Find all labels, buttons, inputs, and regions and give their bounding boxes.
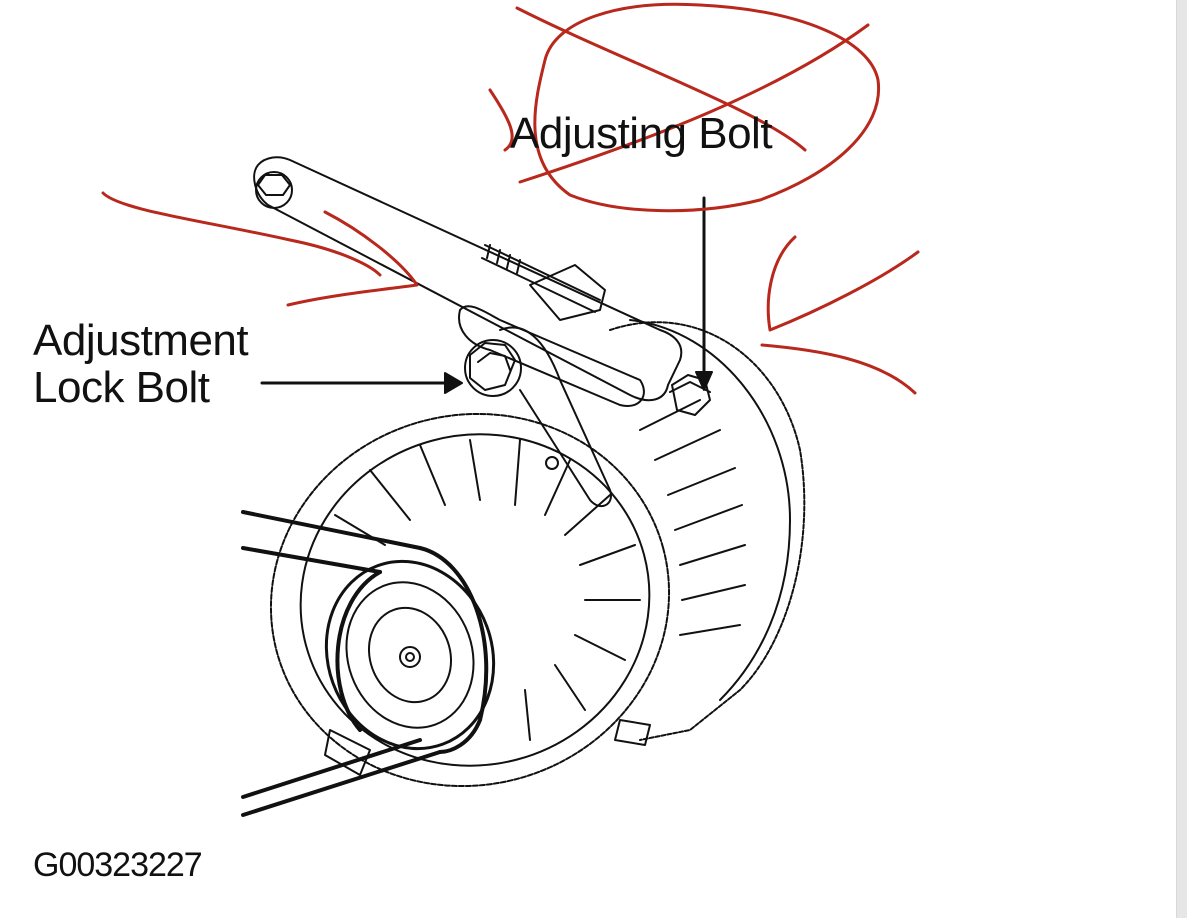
- adjusting-bolt-label: Adjusting Bolt: [510, 109, 773, 158]
- figure-code: G00323227: [33, 846, 203, 884]
- annotation-arrow-right: [760, 235, 920, 395]
- lock-bolt-label-line2: Lock Bolt: [33, 363, 210, 412]
- adjustment-lock-bolt-label: Adjustment Lock Bolt: [33, 316, 249, 412]
- alternator-front-face: [269, 412, 671, 788]
- scrollbar-track[interactable]: [1176, 0, 1187, 918]
- annotation-arrow-left: [101, 191, 419, 307]
- lock-bolt-label-line1: Adjustment: [33, 316, 249, 365]
- alternator-housing: [609, 321, 806, 741]
- bolt-icon: [255, 171, 293, 209]
- adjuster-bracket: [253, 156, 683, 402]
- lock-bolt-icon: [464, 339, 522, 397]
- belt-icon: [241, 510, 489, 817]
- annotation-circle-scribble: [488, 2, 881, 213]
- pulley-icon: [324, 559, 496, 751]
